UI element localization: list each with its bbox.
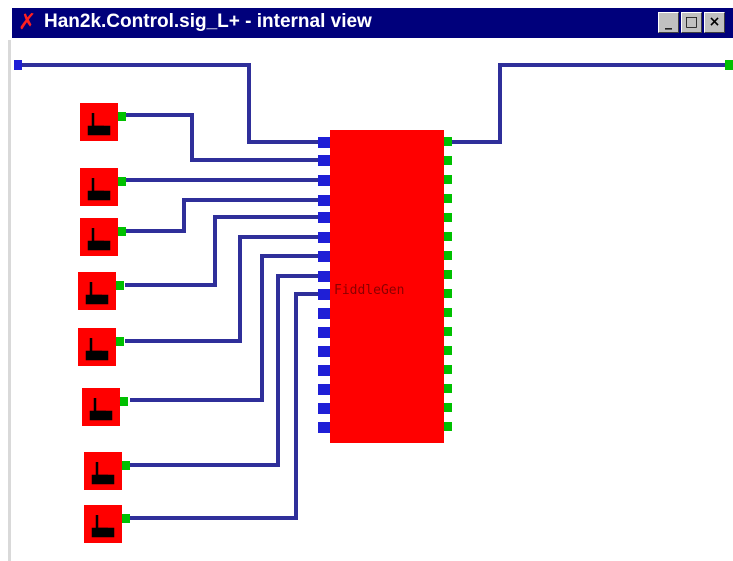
wire-generator-7[interactable] bbox=[130, 274, 318, 467]
generator-icon bbox=[87, 228, 111, 251]
generator-icon bbox=[91, 515, 115, 538]
generator-block[interactable] bbox=[78, 328, 124, 366]
input-port[interactable] bbox=[318, 251, 330, 262]
input-port[interactable] bbox=[318, 365, 330, 376]
output-port[interactable] bbox=[444, 232, 452, 241]
generator-block[interactable] bbox=[80, 103, 126, 141]
output-port[interactable] bbox=[444, 327, 452, 336]
title-bar[interactable]: ✗ Han2k.Control.sig_L+ - internal view _… bbox=[12, 8, 733, 38]
close-button[interactable]: × bbox=[704, 12, 725, 33]
generator-block[interactable] bbox=[80, 168, 126, 206]
output-port[interactable] bbox=[444, 270, 452, 279]
generator-output-port[interactable] bbox=[118, 112, 126, 121]
generator-block[interactable] bbox=[80, 218, 126, 256]
generator-icon bbox=[91, 462, 115, 485]
maximize-button[interactable]: □ bbox=[681, 12, 702, 33]
generator-icon bbox=[87, 178, 111, 201]
wire-generator-1[interactable] bbox=[125, 113, 318, 162]
wire-generator-6[interactable] bbox=[130, 254, 318, 402]
output-port[interactable] bbox=[444, 251, 452, 260]
wire-generator-4[interactable] bbox=[125, 215, 318, 287]
minimize-button[interactable]: _ bbox=[658, 12, 679, 33]
generator-output-port[interactable] bbox=[122, 461, 130, 470]
output-port[interactable] bbox=[444, 137, 452, 146]
wire-generator-3[interactable] bbox=[125, 198, 318, 233]
window-left-border bbox=[8, 40, 11, 561]
input-port[interactable] bbox=[318, 232, 330, 243]
input-port[interactable] bbox=[318, 327, 330, 338]
input-port[interactable] bbox=[318, 422, 330, 433]
wire-external-input[interactable] bbox=[20, 63, 318, 144]
generator-block[interactable] bbox=[78, 272, 124, 310]
fiddlegen-input-ports bbox=[318, 137, 330, 433]
generator-output-port[interactable] bbox=[120, 397, 128, 406]
wire-generator-5[interactable] bbox=[125, 235, 318, 343]
output-port[interactable] bbox=[444, 403, 452, 412]
generator-blocks bbox=[78, 103, 130, 543]
generator-icon bbox=[87, 113, 111, 136]
generator-icon bbox=[85, 338, 109, 361]
fiddlegen-block[interactable]: FiddleGen bbox=[318, 130, 452, 443]
x-logo-icon[interactable]: ✗ bbox=[18, 10, 37, 35]
generator-block[interactable] bbox=[84, 452, 130, 490]
input-port[interactable] bbox=[318, 308, 330, 319]
external-input-port[interactable] bbox=[14, 60, 22, 70]
output-port[interactable] bbox=[444, 289, 452, 298]
input-port[interactable] bbox=[318, 384, 330, 395]
generator-output-port[interactable] bbox=[122, 514, 130, 523]
generator-output-port[interactable] bbox=[118, 177, 126, 186]
output-port[interactable] bbox=[444, 384, 452, 393]
fiddlegen-body[interactable] bbox=[330, 130, 444, 443]
input-port[interactable] bbox=[318, 346, 330, 357]
input-port[interactable] bbox=[318, 271, 330, 282]
window-title: Han2k.Control.sig_L+ - internal view bbox=[44, 11, 372, 32]
input-port[interactable] bbox=[318, 155, 330, 166]
wire-output[interactable] bbox=[448, 63, 729, 144]
generator-output-port[interactable] bbox=[118, 227, 126, 236]
external-output-port[interactable] bbox=[725, 60, 733, 70]
generator-icon bbox=[85, 282, 109, 305]
output-port[interactable] bbox=[444, 175, 452, 184]
generator-block[interactable] bbox=[84, 505, 130, 543]
output-port[interactable] bbox=[444, 156, 452, 165]
output-port[interactable] bbox=[444, 194, 452, 203]
input-port[interactable] bbox=[318, 175, 330, 186]
input-port[interactable] bbox=[318, 403, 330, 414]
generator-icon bbox=[89, 398, 113, 421]
input-port[interactable] bbox=[318, 289, 330, 300]
fiddlegen-label: FiddleGen bbox=[334, 283, 404, 298]
wires bbox=[20, 63, 729, 520]
generator-block[interactable] bbox=[82, 388, 128, 426]
fiddlegen-output-ports bbox=[444, 137, 452, 431]
output-port[interactable] bbox=[444, 346, 452, 355]
output-port[interactable] bbox=[444, 365, 452, 374]
output-port[interactable] bbox=[444, 308, 452, 317]
output-port[interactable] bbox=[444, 213, 452, 222]
wire-generator-8[interactable] bbox=[130, 292, 318, 520]
generator-output-port[interactable] bbox=[116, 281, 124, 290]
input-port[interactable] bbox=[318, 195, 330, 206]
diagram-canvas[interactable]: FiddleGen bbox=[12, 40, 733, 561]
output-port[interactable] bbox=[444, 422, 452, 431]
input-port[interactable] bbox=[318, 212, 330, 223]
generator-output-port[interactable] bbox=[116, 337, 124, 346]
input-port[interactable] bbox=[318, 137, 330, 148]
